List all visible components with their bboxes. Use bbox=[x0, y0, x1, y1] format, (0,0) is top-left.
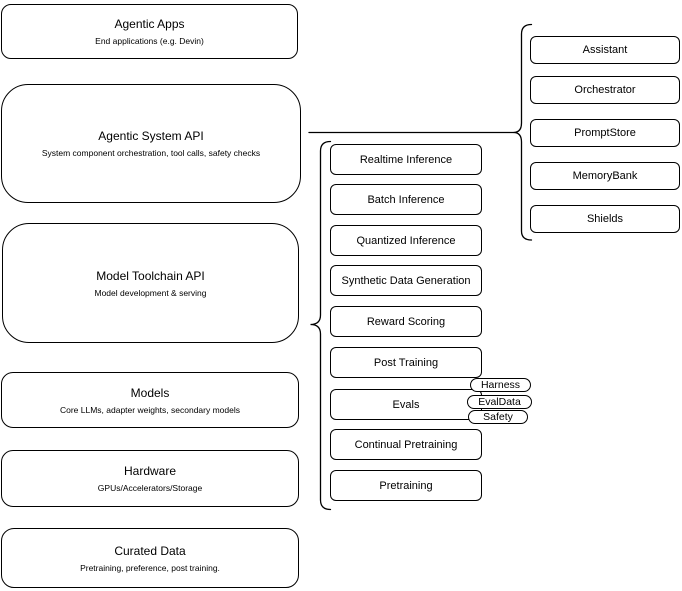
tag-safety: Safety bbox=[468, 410, 528, 424]
node-subtitle: Model development & serving bbox=[94, 287, 207, 298]
node-title: Model Toolchain API bbox=[96, 268, 205, 283]
node-shields: Shields bbox=[530, 205, 680, 233]
node-memorybank: MemoryBank bbox=[530, 162, 680, 190]
node-reward-scoring: Reward Scoring bbox=[330, 306, 482, 337]
node-title: Curated Data bbox=[114, 543, 186, 558]
node-synthetic-data-generation: Synthetic Data Generation bbox=[330, 265, 482, 296]
node-subtitle: GPUs/Accelerators/Storage bbox=[97, 483, 203, 493]
node-evals: Evals bbox=[330, 389, 482, 420]
node-subtitle: Pretraining, preference, post training. bbox=[80, 562, 220, 573]
node-post-training: Post Training bbox=[330, 347, 482, 378]
tag-evaldata: EvalData bbox=[467, 395, 532, 409]
node-pretraining: Pretraining bbox=[330, 470, 482, 501]
node-realtime-inference: Realtime Inference bbox=[330, 144, 482, 175]
node-continual-pretraining: Continual Pretraining bbox=[330, 429, 482, 460]
node-assistant: Assistant bbox=[530, 36, 680, 64]
node-subtitle: Core LLMs, adapter weights, secondary mo… bbox=[59, 404, 240, 415]
node-agentic-system-api: Agentic System API System component orch… bbox=[1, 84, 301, 203]
node-quantized-inference: Quantized Inference bbox=[330, 225, 482, 256]
components-brace bbox=[513, 23, 533, 241]
node-models: Models Core LLMs, adapter weights, secon… bbox=[1, 372, 299, 428]
node-model-toolchain-api: Model Toolchain API Model development & … bbox=[2, 223, 299, 343]
node-title: Agentic System API bbox=[98, 129, 204, 143]
toolchain-brace bbox=[310, 140, 332, 511]
node-promptstore: PromptStore bbox=[530, 119, 680, 147]
node-title: Hardware bbox=[123, 464, 177, 478]
tag-harness: Harness bbox=[470, 378, 531, 392]
node-hardware: Hardware GPUs/Accelerators/Storage bbox=[1, 450, 299, 507]
node-subtitle: System component orchestration, tool cal… bbox=[41, 148, 261, 158]
node-batch-inference: Batch Inference bbox=[330, 184, 482, 215]
node-orchestrator: Orchestrator bbox=[530, 76, 680, 104]
node-title: Agentic Apps bbox=[114, 17, 185, 31]
node-curated-data: Curated Data Pretraining, preference, po… bbox=[1, 528, 299, 588]
node-agentic-apps: Agentic Apps End applications (e.g. Devi… bbox=[1, 4, 298, 59]
node-title: Models bbox=[130, 385, 170, 400]
node-subtitle: End applications (e.g. Devin) bbox=[95, 36, 204, 46]
